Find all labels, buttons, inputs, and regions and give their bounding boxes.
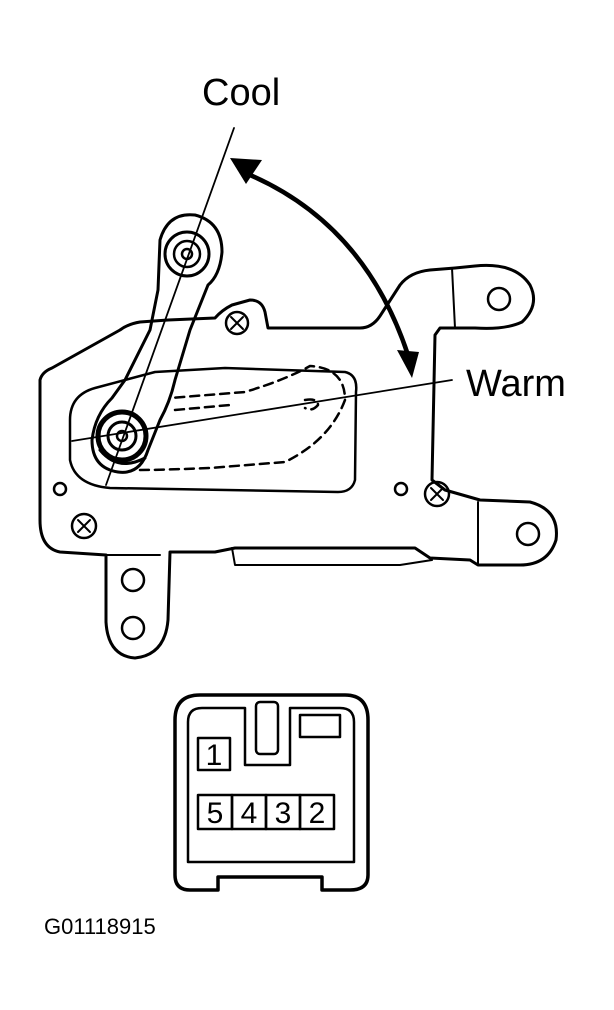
pin-1-box [196,736,232,772]
mounting-holes [52,286,541,641]
cool-warm-arrow [230,158,419,378]
pin-5-label: 5 [207,797,224,830]
connector: 1 5 4 3 2 [173,693,370,892]
figure-id: G01118915 [44,914,156,939]
hole-top-right [486,286,512,312]
screw-right [423,480,451,508]
screw-left [70,512,98,540]
screw-top [224,310,250,336]
hole-bottom-lower [120,615,146,641]
pin-2-box [298,793,336,831]
hole-small-left [52,481,68,497]
label-warm: Warm [466,363,566,405]
cam-slot-dashed [138,364,347,472]
pin-2-label: 2 [309,797,326,830]
pin-1-label: 1 [206,739,223,772]
hole-right [515,521,541,547]
arrowhead-warm [397,350,419,378]
actuator-body [38,263,558,660]
hole-bottom-upper [120,567,146,593]
arrowhead-cool [230,158,262,184]
pin-3-label: 3 [275,797,292,830]
sweep-lines [71,127,453,486]
hole-small-right [393,481,409,497]
inner-panel [68,366,358,494]
label-cool: Cool [202,72,280,114]
pin-4-label: 4 [241,797,258,830]
